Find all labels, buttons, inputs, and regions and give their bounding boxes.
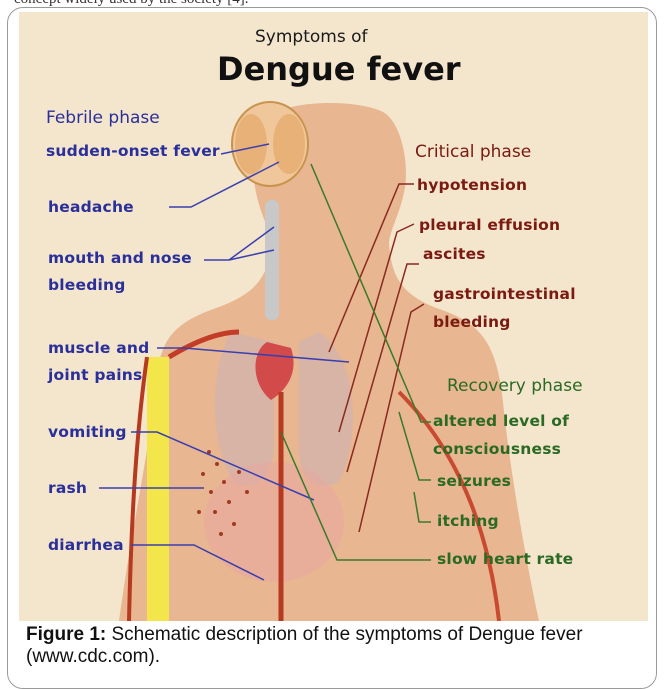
abdomen-shape — [204, 462, 344, 582]
symptom-mouth-nose: mouth and nose — [48, 249, 192, 267]
symptom-pleural-effusion: pleural effusion — [419, 216, 560, 234]
symptom-slow-heart-rate: slow heart rate — [437, 550, 573, 568]
symptom-itching: itching — [437, 512, 499, 530]
symptom-altered-level: altered level of — [433, 412, 569, 430]
trachea-shape — [265, 200, 279, 320]
symptom-diarrhea: diarrhea — [48, 536, 124, 554]
body-illustration — [19, 12, 648, 621]
symptom-gastrointestinal: gastrointestinal — [433, 285, 576, 303]
symptom-consciousness: consciousness — [433, 440, 561, 458]
symptom-ascites: ascites — [423, 245, 486, 263]
symptom-vomiting: vomiting — [48, 423, 127, 441]
recovery-phase-heading: Recovery phase — [447, 376, 583, 396]
left-arm-bone — [147, 357, 169, 621]
figure-caption: Figure 1: Schematic description of the s… — [26, 624, 636, 668]
febrile-phase-heading: Febrile phase — [46, 108, 160, 128]
symptom-muscle: muscle and — [48, 339, 149, 357]
symptom-bleeding: bleeding — [48, 276, 126, 294]
dengue-diagram: Symptoms of Dengue fever Febrile phase s… — [19, 12, 648, 621]
symptom-sudden-onset-fever: sudden-onset fever — [46, 142, 220, 160]
symptom-gi-bleeding: bleeding — [433, 313, 511, 331]
symptom-joint-pains: joint pains — [48, 366, 142, 384]
diagram-title: Dengue fever — [217, 50, 461, 88]
caption-label: Figure 1: — [26, 624, 106, 645]
symptom-hypotension: hypotension — [417, 176, 527, 194]
critical-phase-heading: Critical phase — [415, 142, 531, 162]
symptom-seizures: seizures — [437, 472, 511, 490]
symptom-rash: rash — [48, 479, 87, 497]
caption-text: Schematic description of the symptoms of… — [26, 624, 583, 667]
symptom-headache: headache — [48, 198, 134, 216]
diagram-title-small: Symptoms of — [255, 27, 367, 47]
